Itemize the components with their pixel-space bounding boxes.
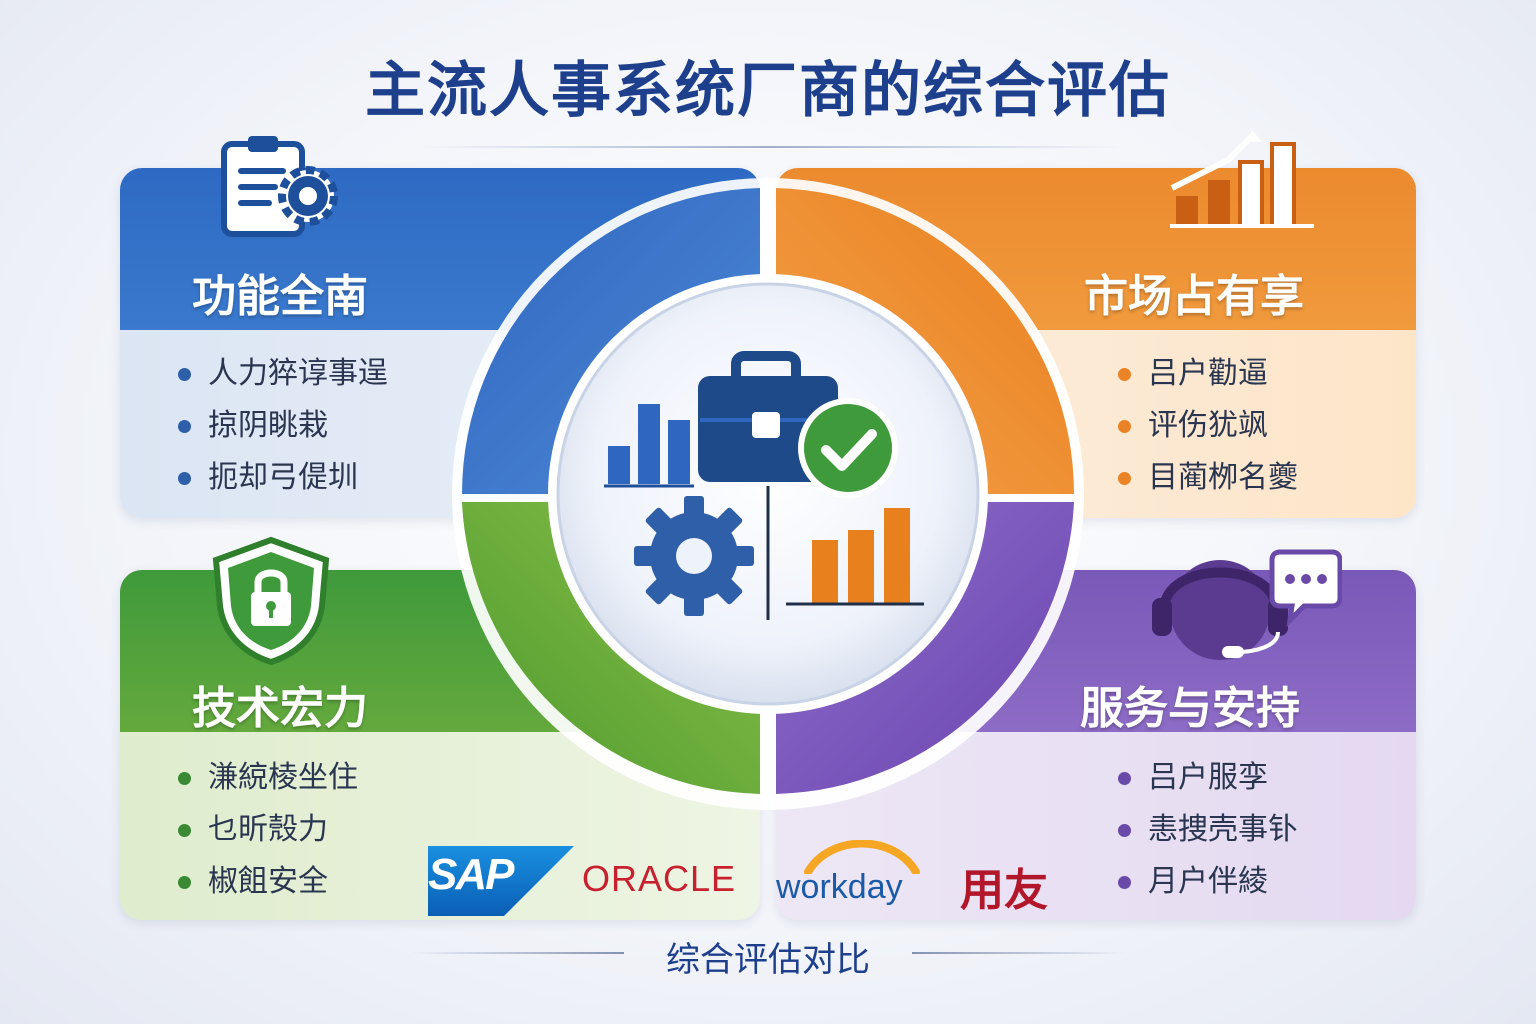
bullet-icon [178,472,191,485]
headset-chat-icon [1152,549,1342,660]
bullet-icon [178,772,191,785]
orange-bar-chart-icon [786,508,924,606]
workday-arc-icon [804,840,920,874]
list-item: 椒飷安全 [178,856,358,908]
bullet-icon [1118,824,1131,837]
panel-function-list: 人力猝谆事逞 掠阴眺栽 扼却弓偍圳 [178,348,388,504]
list-item: 扼却弓偍圳 [178,452,388,504]
panel-function-heading: 功能全南 [192,271,368,322]
footer-divider-right [912,952,1126,954]
list-item: 月户伴綾 [1118,856,1298,908]
bullet-icon [1118,772,1131,785]
list-item: 吕户服孪 [1118,752,1298,804]
bullet-icon [178,876,191,889]
panel-service-list: 吕户服孪 恚捜壳事钋 月户伴綾 [1118,752,1298,908]
panel-service-heading: 服务与安持 [1080,683,1300,734]
list-item-text: 椒飷安全 [208,864,328,899]
bullet-icon [178,420,191,433]
growth-bar-chart-icon [1170,130,1314,228]
gear-icon [634,496,754,616]
list-item-text: 目蔺栁名夔 [1148,460,1298,495]
list-item: 乜昕殼力 [178,804,358,856]
list-item: 人力猝谆事逞 [178,348,388,400]
bar-chart-icon [604,404,694,488]
checkmark-badge-icon [798,398,898,498]
list-item: 评伤犹飒 [1118,400,1298,452]
sap-logo-icon [428,846,574,916]
bullet-icon [178,368,191,381]
workday-logo: workday [776,868,903,906]
list-item: 恚捜壳事钋 [1118,804,1298,856]
footer-caption: 综合评估对比 [666,940,870,980]
bullet-icon [178,824,191,837]
bullet-icon [1118,472,1131,485]
panel-market-heading: 市场占有享 [1084,271,1304,322]
title-divider [420,146,1120,148]
list-item-text: 评伤犹飒 [1148,408,1268,443]
bullet-icon [1118,876,1131,889]
list-item-text: 掠阴眺栽 [208,408,328,443]
shield-lock-icon [212,536,330,666]
list-item-text: 恚捜壳事钋 [1148,812,1298,847]
panel-tech-heading: 技术宏力 [192,683,368,734]
list-item-text: 吕户服孪 [1148,760,1268,795]
panel-market-list: 吕户勸逼 评伤犹飒 目蔺栁名夔 [1118,348,1298,504]
list-item: 溓綂棱坐住 [178,752,358,804]
vendor-logos: SAP ORACLE workday 用友 [420,838,1080,924]
list-item: 目蔺栁名夔 [1118,452,1298,504]
page-title: 主流人事系统厂商的综合评估 [365,56,1171,126]
list-item-text: 扼却弓偍圳 [208,460,358,495]
list-item-text: 吕户勸逼 [1148,356,1268,391]
list-item: 掠阴眺栽 [178,400,388,452]
list-item: 吕户勸逼 [1118,348,1298,400]
list-item-text: 乜昕殼力 [208,812,328,847]
bullet-icon [1118,420,1131,433]
panel-tech-list: 溓綂棱坐住 乜昕殼力 椒飷安全 [178,752,358,908]
yonyou-logo: 用友 [960,865,1048,916]
footer-divider-left [410,952,624,954]
sap-logo: SAP [428,850,514,899]
bullet-icon [1118,368,1131,381]
oracle-logo: ORACLE [582,858,737,899]
list-item-text: 溓綂棱坐住 [208,760,358,795]
list-item-text: 人力猝谆事逞 [208,356,388,391]
clipboard-gear-icon [221,136,338,237]
list-item-text: 月户伴綾 [1148,864,1268,899]
